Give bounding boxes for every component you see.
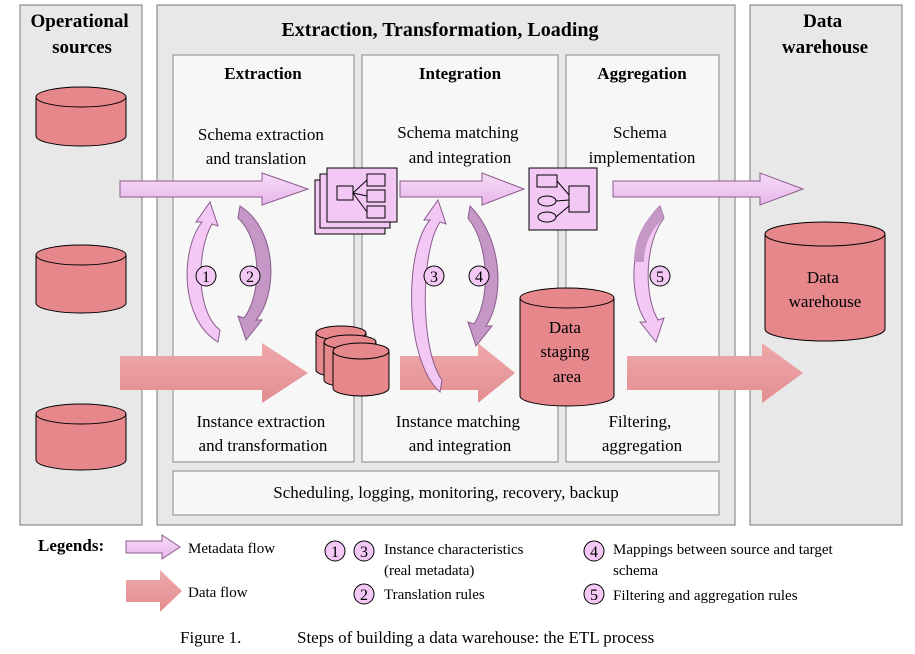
sources-title: Operational sources xyxy=(31,11,134,58)
loop-arrow-5-shade xyxy=(634,206,664,262)
legend-data-arrow-icon xyxy=(126,570,182,612)
loop-arrow-2-icon xyxy=(237,205,272,342)
svg-text:4: 4 xyxy=(590,544,598,561)
legend-marker-5: 5 xyxy=(583,583,605,605)
legend-item-4-label: Mappings between source and target schem… xyxy=(613,542,836,579)
marker-1: 1 xyxy=(195,265,217,287)
legend-marker-1: 1 xyxy=(324,540,346,562)
data-arrow-1 xyxy=(120,343,308,403)
bottom-bar-box xyxy=(172,470,720,516)
metadata-arrow-1 xyxy=(119,172,310,206)
marker-2: 2 xyxy=(239,265,261,287)
svg-text:5: 5 xyxy=(590,587,598,604)
data-warehouse-database-icon xyxy=(764,221,886,342)
figure-caption-text: Steps of building a data warehouse: the … xyxy=(297,628,654,647)
aggregation-schema-text: Schema implementation xyxy=(589,123,696,167)
extraction-instance-text: Instance extraction and transformation xyxy=(196,412,329,455)
svg-text:3: 3 xyxy=(430,269,438,286)
warehouse-db-label: Data warehouse xyxy=(789,268,862,311)
marker-4: 4 xyxy=(468,265,490,287)
svg-text:2: 2 xyxy=(360,587,368,604)
svg-text:4: 4 xyxy=(475,269,483,286)
source-database-2-icon xyxy=(35,244,127,314)
metadata-arrow-2 xyxy=(399,172,526,206)
svg-text:3: 3 xyxy=(360,544,368,561)
extraction-title: Extraction xyxy=(224,64,302,83)
metadata-arrow-3 xyxy=(612,172,805,206)
marker-5: 5 xyxy=(649,265,671,287)
loop-arrow-3-icon xyxy=(411,198,447,393)
integration-title: Integration xyxy=(419,64,502,83)
staging-area-label: Data staging area xyxy=(540,318,593,386)
data-staging-area-icon xyxy=(519,287,615,407)
integrated-schema-icon xyxy=(528,167,598,231)
legend-metadata-label: Metadata flow xyxy=(188,541,275,557)
figure-caption-label: Figure 1. xyxy=(180,628,241,647)
schema-documents-icon xyxy=(314,167,398,235)
integration-schema-text: Schema matching and integration xyxy=(397,123,523,167)
bottom-bar-text: Scheduling, logging, monitoring, recover… xyxy=(273,483,618,502)
legend-title: Legends: xyxy=(38,536,104,555)
extracted-data-stack-icon xyxy=(315,325,390,397)
warehouse-title: Data warehouse xyxy=(782,11,868,58)
legend-metadata-arrow-icon xyxy=(125,534,181,560)
svg-text:1: 1 xyxy=(202,269,210,286)
legend-marker-2: 2 xyxy=(353,583,375,605)
etl-title: Extraction, Transformation, Loading xyxy=(281,19,598,41)
marker-3: 3 xyxy=(423,265,445,287)
source-database-1-icon xyxy=(35,86,127,147)
loop-arrow-1-icon xyxy=(186,200,221,343)
legend-item-13-label: Instance characteristics (real metadata) xyxy=(384,542,527,579)
legend-item-2-label: Translation rules xyxy=(384,587,485,603)
svg-text:2: 2 xyxy=(246,269,254,286)
source-database-3-icon xyxy=(35,403,127,471)
legend-marker-3: 3 xyxy=(353,540,375,562)
svg-text:1: 1 xyxy=(331,544,339,561)
legend-data-label: Data flow xyxy=(188,585,248,601)
aggregation-instance-text: Filtering, aggregation xyxy=(602,412,683,455)
loop-arrow-4-icon xyxy=(467,204,499,348)
legend-item-5-label: Filtering and aggregation rules xyxy=(613,588,798,604)
svg-text:5: 5 xyxy=(656,269,664,286)
data-arrow-3 xyxy=(627,343,803,403)
aggregation-title: Aggregation xyxy=(597,64,687,83)
extraction-schema-text: Schema extraction and translation xyxy=(198,125,328,168)
legend-marker-4: 4 xyxy=(583,540,605,562)
integration-instance-text: Instance matching and integration xyxy=(396,412,524,455)
